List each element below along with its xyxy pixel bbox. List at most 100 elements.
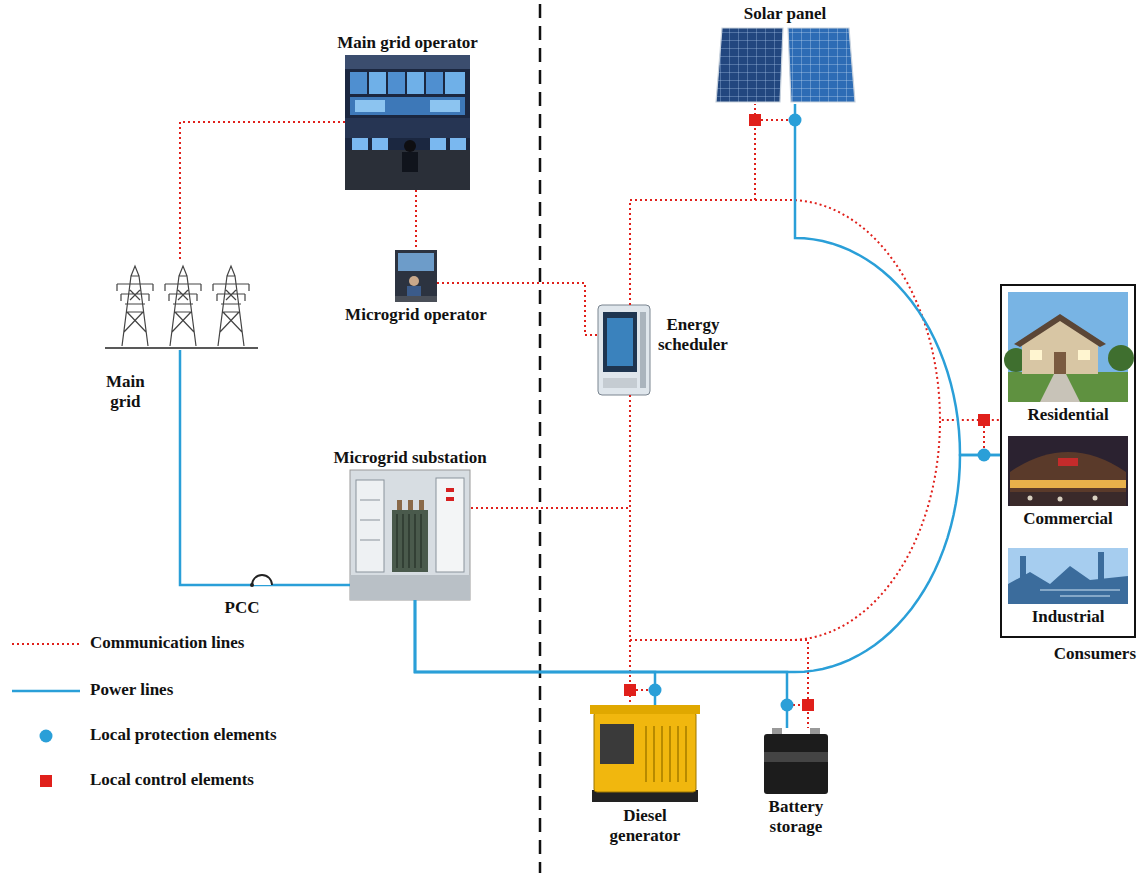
circuit-breaker-symbol [250,575,272,587]
transmission-tower-illustration [105,347,258,349]
diesel-generator-illustration [600,724,634,764]
control-link-wire [761,119,789,121]
control-room-illustration [350,97,465,115]
legend-text: Local control elements [90,770,254,790]
control-room-illustration [345,55,470,190]
operator-desk-illustration [395,296,437,302]
industrial-illustration [1008,548,1128,604]
control-room-illustration [445,72,465,94]
communication-line [470,395,630,508]
diesel-generator-illustration [594,712,696,792]
battery-illustration [772,728,782,735]
energy-scheduler-illustration [640,312,646,388]
control-room-illustration [369,72,386,94]
consumers-box: ResidentialCommercialIndustrialConsumers [1000,284,1136,638]
control-room-illustration [402,152,418,172]
control-room-illustration [430,138,446,150]
node-label: Main grid operator [337,33,478,53]
protection-element-symbol [649,114,991,712]
substation-illustration [356,480,384,572]
node-label: Consumers [1054,644,1136,664]
residential-illustration [1022,320,1098,374]
legend-text: Power lines [90,680,173,700]
power-line [795,104,1000,455]
control-room-illustration [345,150,470,190]
substation-picture: Microgrid substation [350,470,470,600]
control-room-illustration [426,72,443,94]
legend-sample [10,681,82,701]
battery-illustration [810,728,820,735]
battery-picture: Battery storage [762,728,830,794]
node-label: Residential [1027,405,1108,425]
residential-illustration [1014,314,1106,347]
substation-illustration [408,500,413,510]
legend-sample [10,771,82,791]
control-element-symbol [624,114,990,711]
residential-illustration [1078,350,1090,360]
protection-element-symbol [781,699,794,712]
node-label: Commercial [1023,509,1112,529]
industrial-illustration [1008,548,1128,604]
substation-illustration [360,540,380,541]
control-room-illustration [345,55,470,190]
control-room-illustration [388,72,405,94]
transmission-tower-illustration [213,266,249,346]
legend-swatch [12,690,80,693]
edge-label: PCC [222,598,263,618]
residential-illustration [1004,292,1134,402]
substation-illustration [360,520,380,521]
control-room-illustration [350,72,367,94]
legend-sample [10,634,82,654]
node-label: Solar panel [744,4,826,24]
substation-illustration [436,478,464,572]
residential-illustration [1054,352,1066,374]
communication-line [630,200,1000,420]
commercial-illustration [1093,496,1098,501]
diesel-generator-picture: Diesel generator [590,705,700,803]
commercial-illustration [1028,496,1033,501]
power-line [180,350,350,585]
battery-illustration [764,734,828,794]
legend-sample [10,726,82,746]
energy-scheduler-illustration [603,378,637,388]
protection-element-symbol [789,114,802,127]
boundary-divider [539,4,542,873]
legend-swatch [40,730,53,743]
communication-wire [790,420,940,640]
diesel-generator-illustration [590,705,700,714]
solar-panel-illustration [716,28,783,102]
control-room-illustration [430,100,460,112]
control-room-picture: Main grid operator [345,55,470,190]
node-label: Industrial [1032,607,1105,627]
control-element-symbol [624,684,636,696]
node-label: Microgrid substation [333,448,486,468]
legend-item: Power lines [10,680,340,702]
control-room-illustration [345,118,470,138]
solar-panel-picture: Solar panel [715,26,855,104]
node-label: Battery storage [769,797,824,836]
transmission-tower-illustration [105,266,258,348]
substation-illustration [397,500,402,510]
power-line [415,600,655,705]
substation-illustration [446,497,454,501]
commercial-illustration [1058,458,1078,466]
energy-scheduler-picture: Energy scheduler [598,305,650,395]
node-label: Microgrid operator [345,305,487,325]
control-element-symbol [978,414,990,426]
residential-illustration [1030,350,1042,360]
diesel-generator-illustration [590,705,700,802]
control-link-wire [793,704,802,706]
solar-panel-illustration [788,28,855,102]
control-room-illustration [352,138,368,150]
commercial-illustration [1008,436,1128,506]
circuit-breaker-symbol [252,575,272,585]
residential-illustration [1008,372,1128,402]
substation-illustration [360,500,380,501]
control-room-illustration [407,72,424,94]
solar-panel-illustration [716,28,855,102]
residential-illustration [1108,345,1134,371]
control-element-symbol [749,114,761,126]
communication-line [630,395,808,728]
energy-scheduler-illustration [603,312,637,372]
power-line [415,600,787,728]
